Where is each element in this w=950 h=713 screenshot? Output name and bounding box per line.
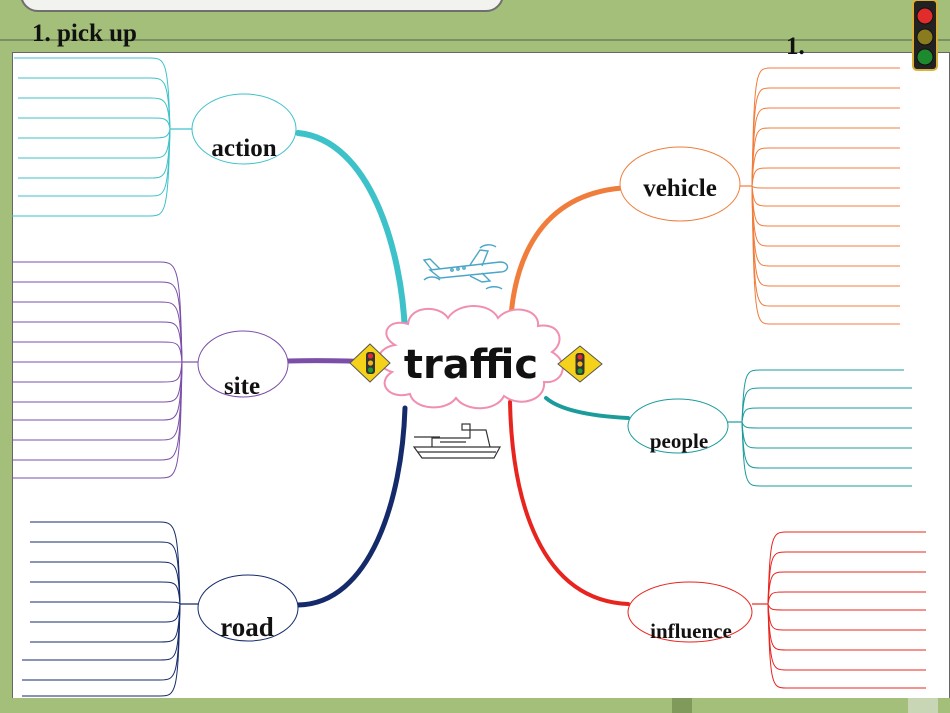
ship-icon	[412, 423, 502, 459]
band-line	[0, 39, 950, 41]
traffic-sign-icon	[349, 343, 391, 383]
branch-people	[544, 369, 912, 487]
branch-label-road: road	[220, 612, 274, 642]
top-bar	[0, 0, 950, 44]
branch-label-influence: influence	[650, 619, 732, 643]
branch-label-site: site	[224, 373, 260, 400]
bottom-strip	[0, 698, 950, 713]
branch-action	[12, 57, 408, 336]
center-cloud	[377, 305, 564, 410]
traffic-sign-icon	[557, 345, 603, 383]
branch-vehicle	[507, 67, 900, 336]
branch-influence	[508, 400, 926, 689]
branch-label-people: people	[650, 429, 708, 453]
branch-road	[22, 405, 408, 697]
traffic-light-icon	[912, 0, 938, 71]
branch-label-vehicle: vehicle	[643, 175, 717, 202]
branch-label-action: action	[211, 135, 276, 162]
branch-site	[12, 261, 398, 479]
center-label: traffic	[404, 342, 538, 388]
heading-left: 1. pick up	[32, 20, 137, 47]
bottom-block	[672, 698, 692, 713]
airplane-icon	[422, 244, 509, 290]
bottom-block	[908, 698, 938, 713]
heading-right: 1.	[786, 33, 805, 60]
